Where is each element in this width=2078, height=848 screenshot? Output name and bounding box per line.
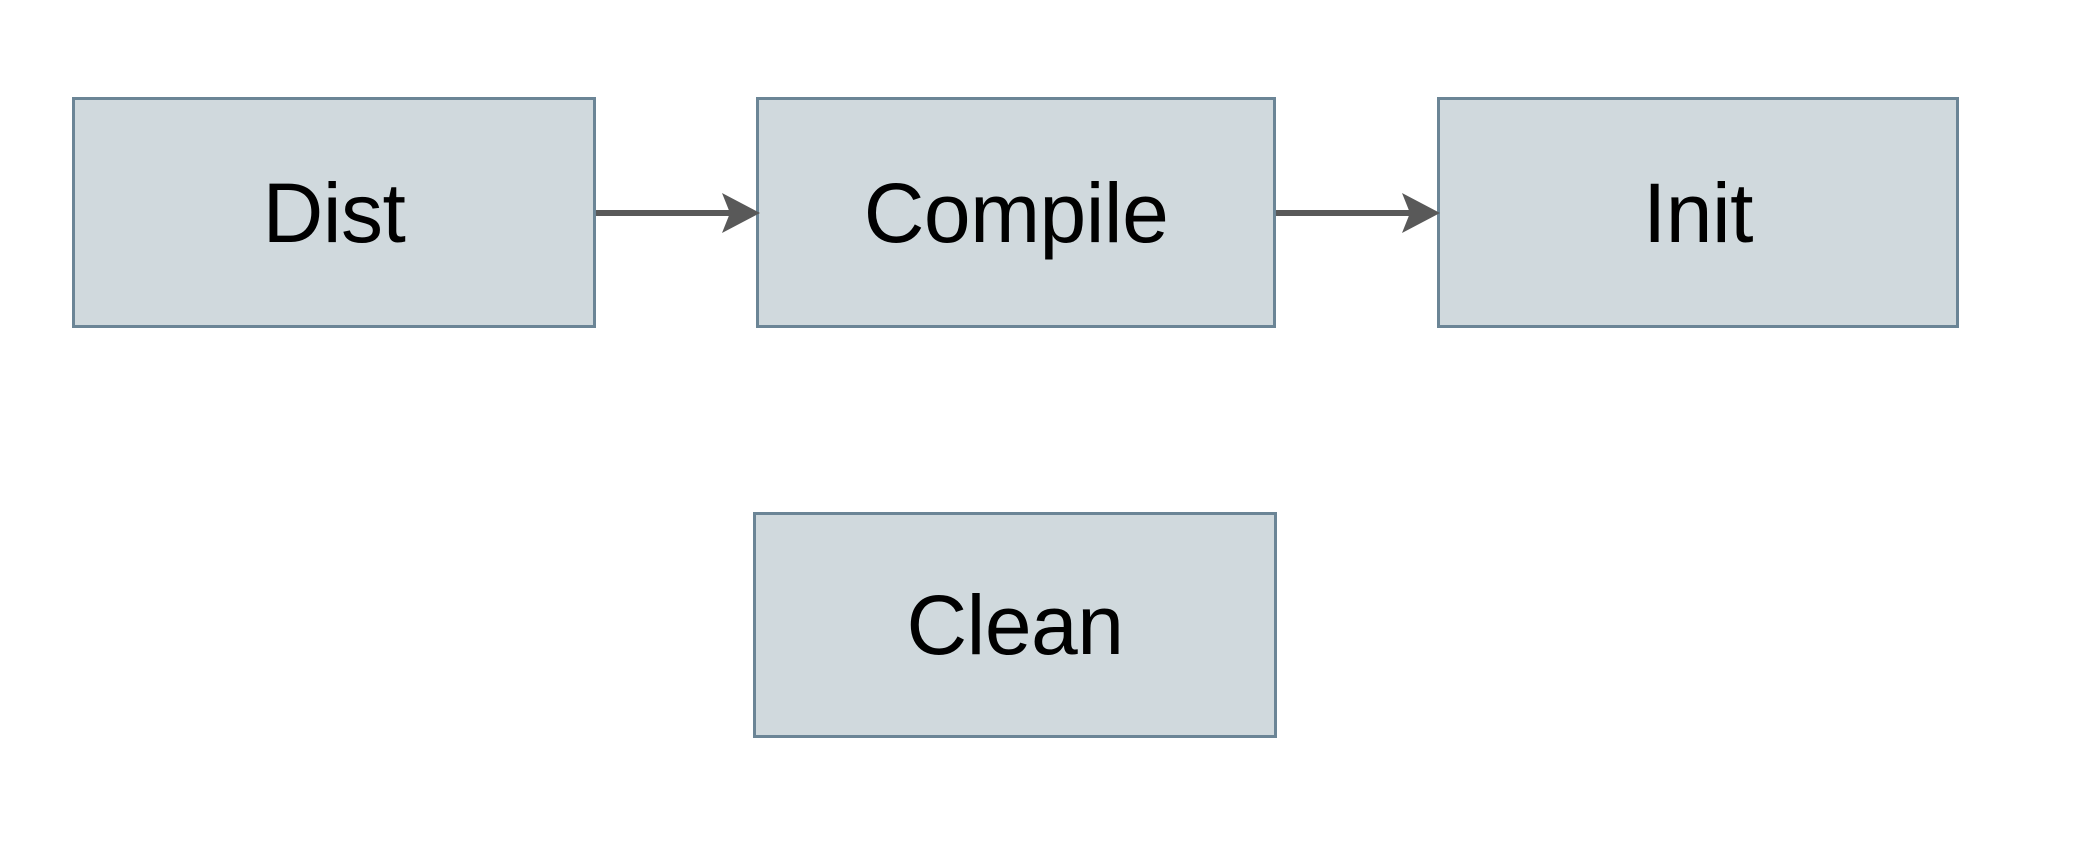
node-clean[interactable]: Clean [753,512,1277,738]
arrow-icon [596,193,760,233]
arrow-icon [1276,193,1440,233]
edge-dist-to-compile[interactable] [592,186,764,240]
node-dist-label: Dist [262,165,406,260]
node-init[interactable]: Init [1437,97,1959,328]
node-init-label: Init [1642,165,1754,260]
node-clean-label: Clean [906,578,1124,672]
node-compile[interactable]: Compile [756,97,1276,328]
node-dist[interactable]: Dist [72,97,596,328]
edge-compile-to-init[interactable] [1272,186,1444,240]
node-compile-label: Compile [863,165,1169,260]
